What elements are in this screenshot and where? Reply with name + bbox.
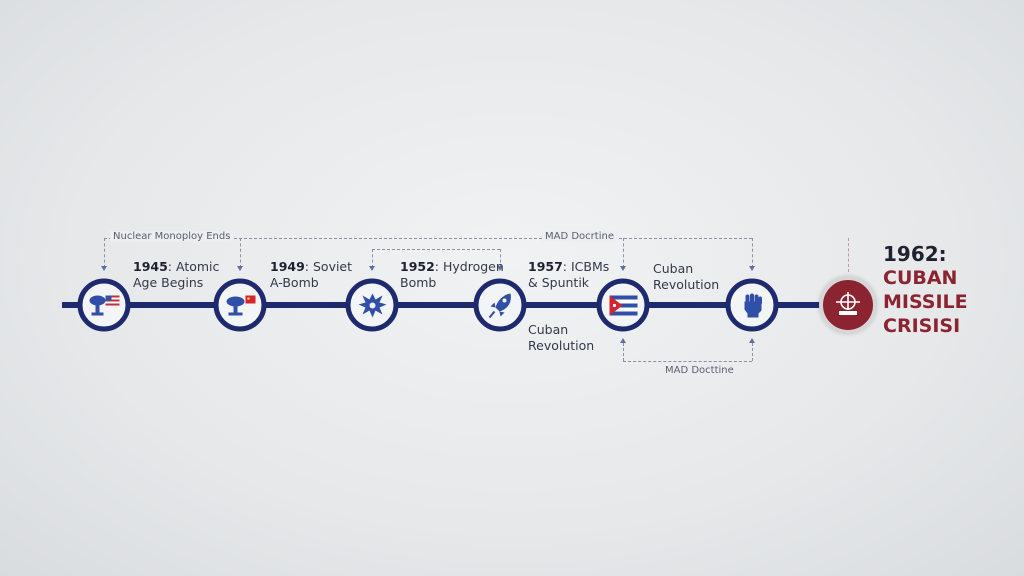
node-cuban-missile-crisis — [819, 276, 877, 334]
mushroom-cloud-soviet-flag-icon — [226, 295, 255, 315]
node-1957 — [473, 278, 527, 332]
arrow-down-icon — [369, 266, 375, 271]
raised-fist-icon — [744, 293, 762, 317]
arrow-down-icon — [237, 266, 243, 271]
rocket-icon — [488, 293, 511, 318]
bracket-line-top — [104, 238, 752, 239]
connector — [623, 238, 624, 268]
bracket-label-nuclear-monopoly: Nuclear Monoploy Ends — [110, 231, 234, 242]
connector — [104, 238, 105, 268]
arrow-up-icon — [749, 338, 755, 343]
connector-finale — [848, 238, 849, 272]
arrow-down-icon — [497, 266, 503, 271]
event-label-1957: 1957: ICBMs& Spuntik — [528, 259, 610, 290]
connector — [240, 238, 241, 268]
connector — [372, 249, 373, 268]
node-raised-fist — [725, 278, 779, 332]
connector — [500, 249, 501, 268]
node-1952 — [345, 278, 399, 332]
timeline-axis — [62, 302, 832, 308]
arrow-up-icon — [620, 338, 626, 343]
bracket-label-mad-top: MAD Docrtine — [542, 231, 617, 242]
cuban-flag-icon — [609, 295, 637, 315]
crosshair-target-icon — [836, 292, 860, 315]
mushroom-cloud-us-flag-icon — [89, 295, 119, 315]
connector — [752, 343, 753, 361]
node-1949 — [213, 278, 267, 332]
bracket-line-bottom — [623, 361, 752, 362]
node-cuban-flag — [596, 278, 650, 332]
node-1945 — [77, 278, 131, 332]
explosion-icon — [358, 293, 386, 317]
bracket-line-hydrogen — [372, 249, 500, 250]
bracket-label-mad-bottom: MAD Docttine — [665, 365, 734, 376]
finale-year: 1962: — [883, 242, 947, 266]
arrow-down-icon — [620, 266, 626, 271]
arrow-down-icon — [101, 266, 107, 271]
arrow-down-icon — [749, 266, 755, 271]
connector — [623, 343, 624, 361]
connector — [752, 238, 753, 268]
